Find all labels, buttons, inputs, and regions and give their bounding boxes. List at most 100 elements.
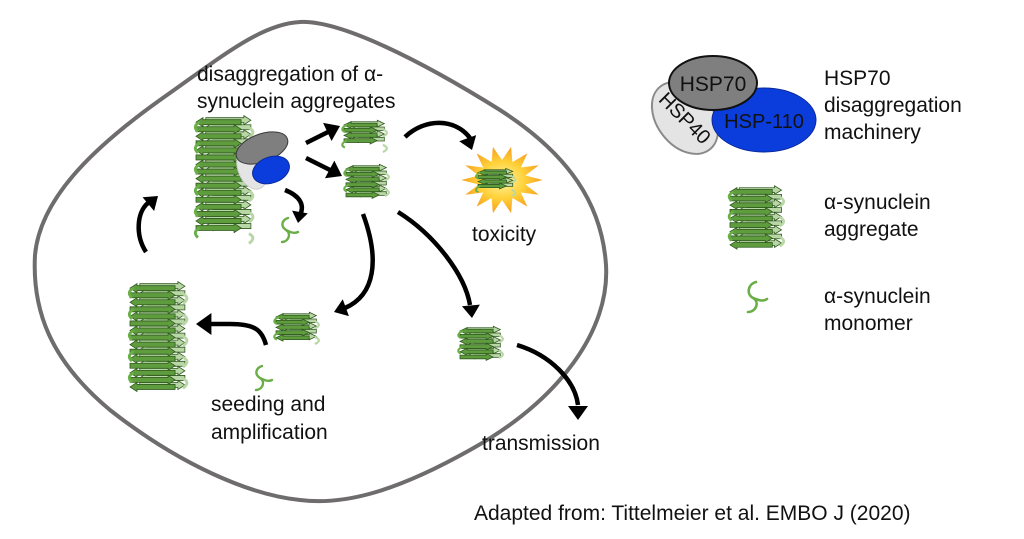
- loop: [778, 215, 786, 228]
- loop: [727, 230, 735, 242]
- loop: [273, 315, 280, 326]
- beta-strand: [729, 206, 774, 217]
- monomer-released: [280, 216, 300, 244]
- legend-monomer-line2: monomer: [824, 312, 913, 335]
- beta-strand: [345, 165, 380, 174]
- arrow-shaft: [344, 213, 375, 311]
- loop: [475, 171, 481, 180]
- beta-strand: [345, 180, 381, 189]
- arrowhead-icon: [334, 299, 349, 317]
- beta-strand: [459, 347, 494, 356]
- loop: [384, 172, 390, 182]
- beta-strand: [343, 126, 379, 135]
- loop: [457, 345, 464, 355]
- loop: [193, 141, 201, 154]
- beta-strand: [477, 182, 508, 190]
- arrow-shaft: [304, 155, 332, 173]
- arrow-shaft: [516, 342, 581, 406]
- beta-strand: [275, 333, 310, 342]
- legend-aggregate-icon: [727, 185, 786, 250]
- legend-aggregate-line1: α-synuclein: [824, 191, 931, 214]
- loop: [727, 190, 735, 202]
- arrow-to-upper-fragment: [304, 122, 340, 146]
- arrow-seeding-amplification: [196, 313, 269, 346]
- legend-machinery-line1: HSP70: [824, 67, 891, 90]
- loop: [193, 205, 201, 218]
- beta-strand: [729, 200, 773, 211]
- beta-strand: [343, 121, 378, 130]
- beta-strand: [729, 220, 774, 231]
- loop: [778, 195, 786, 208]
- beta-strand: [275, 313, 310, 322]
- loop: [498, 334, 504, 344]
- loop: [127, 286, 135, 299]
- arrow-shaft: [136, 201, 150, 254]
- loop: [382, 128, 388, 138]
- chaperone-complex: [235, 131, 290, 190]
- loop: [182, 355, 189, 369]
- label-disaggregation-line2: synuclein aggregates: [197, 90, 396, 113]
- beta-strand: [275, 328, 311, 337]
- label-transmission: transmission: [482, 432, 600, 455]
- beta-strand: [459, 342, 495, 351]
- label-toxicity: toxicity: [472, 223, 537, 246]
- beta-strand: [343, 136, 379, 145]
- beta-strand: [459, 327, 494, 336]
- arrow-shaft: [403, 120, 472, 140]
- loop: [248, 232, 255, 245]
- beta-strand: [129, 381, 176, 393]
- aggregate-toxic: [475, 167, 517, 197]
- loop: [341, 139, 348, 149]
- arrowhead-icon: [461, 304, 480, 318]
- beta-strand: [195, 222, 242, 234]
- beta-strand: [729, 193, 774, 204]
- loop: [193, 162, 201, 176]
- loop: [341, 123, 348, 134]
- beta-strand: [275, 318, 311, 327]
- loop: [511, 175, 517, 184]
- loop: [343, 183, 350, 193]
- legend-monomer-line1: α-synuclein: [824, 285, 931, 308]
- loop: [127, 350, 135, 363]
- loop: [382, 143, 388, 153]
- arrow-shaft: [304, 128, 332, 146]
- loop: [314, 320, 320, 330]
- loop: [248, 189, 255, 203]
- citation: Adapted from: Tittelmeier et al. EMBO J …: [474, 502, 911, 525]
- beta-strand: [729, 233, 774, 244]
- beta-strand: [275, 323, 310, 332]
- arrow-transmission: [516, 342, 588, 420]
- arrowhead-icon: [292, 210, 308, 223]
- beta-strand: [459, 332, 495, 341]
- arrowhead-icon: [142, 196, 158, 211]
- loop: [182, 292, 189, 305]
- beta-strand: [345, 190, 381, 199]
- arrow-shaft: [396, 210, 473, 306]
- beta-strand: [345, 170, 381, 179]
- loop: [193, 226, 201, 239]
- arrowhead-icon: [459, 135, 477, 150]
- legend-monomer-icon: [746, 280, 769, 314]
- legend-hsp110-text: HSP-110: [724, 111, 804, 133]
- arrowhead-icon: [324, 160, 342, 179]
- legend-machinery-line2: disaggregation: [824, 94, 962, 117]
- beta-strand: [729, 213, 773, 224]
- loop: [127, 307, 135, 320]
- loop: [273, 331, 280, 341]
- legend-chaperone-complex: HSP70 HSP-110 HSP40: [650, 55, 817, 155]
- loop: [193, 120, 201, 133]
- loop: [778, 235, 786, 248]
- loop: [182, 377, 189, 390]
- arrow-shaft: [210, 321, 269, 346]
- monomer-seeding: [254, 364, 274, 392]
- beta-strand: [343, 131, 378, 140]
- aggregate-transmitted: [457, 325, 504, 361]
- arrowhead-icon: [196, 313, 212, 335]
- loop: [727, 210, 735, 222]
- loop: [193, 184, 201, 197]
- label-seeding-line2: amplification: [211, 421, 328, 444]
- beta-strand: [345, 175, 380, 184]
- loop: [457, 329, 464, 340]
- loop: [248, 211, 255, 224]
